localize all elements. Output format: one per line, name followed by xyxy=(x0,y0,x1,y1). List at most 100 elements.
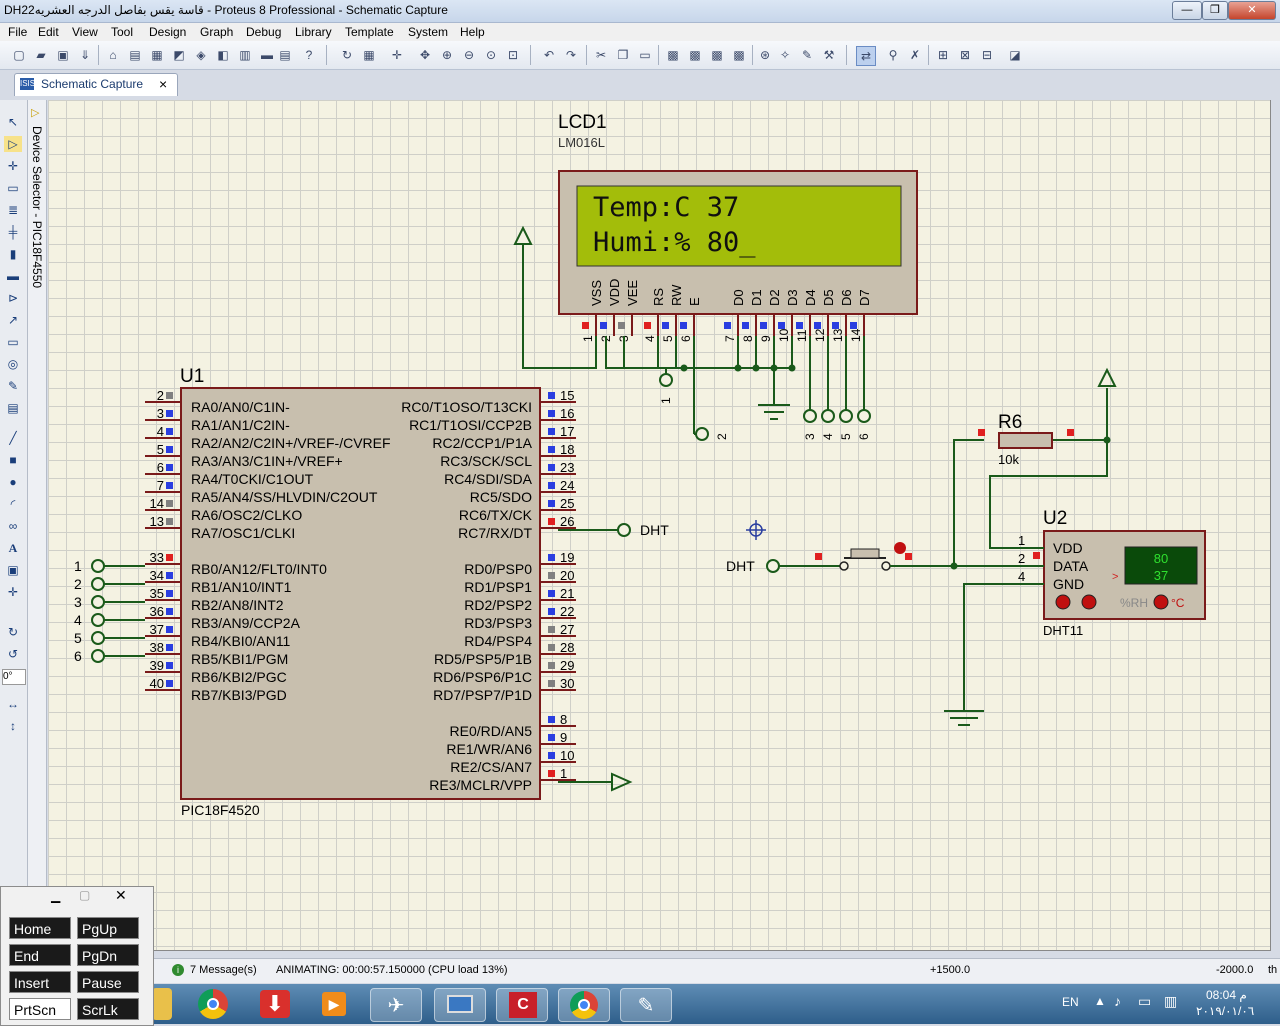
zoom-in-icon[interactable]: ⊕ xyxy=(441,48,453,62)
paint-icon[interactable]: ✎ xyxy=(620,988,672,1022)
terminals-icon[interactable]: ▬ xyxy=(7,269,19,283)
key-scrlk[interactable]: ScrLk xyxy=(77,998,139,1020)
path-icon[interactable]: ∞ xyxy=(8,519,18,533)
key-pgdn[interactable]: PgDn xyxy=(77,944,139,966)
menu-tool[interactable]: Tool xyxy=(111,25,134,39)
key-home[interactable]: Home xyxy=(9,917,71,939)
volume-icon[interactable]: ♪ xyxy=(1114,993,1121,1009)
paste-icon[interactable]: ▭ xyxy=(639,48,651,62)
menu-design[interactable]: Design xyxy=(149,25,187,39)
pick-device-icon[interactable]: ⊛ xyxy=(759,48,771,62)
text-script-icon[interactable]: ≣ xyxy=(7,203,19,217)
key-pgup[interactable]: PgUp xyxy=(77,917,139,939)
rotate-cw-icon[interactable]: ↻ xyxy=(7,625,19,639)
compiler-icon[interactable]: C xyxy=(496,988,548,1022)
schematic-drawing[interactable]: LCD1 LM016L Temp:C 37 Humi:% 80_ VSS1VDD… xyxy=(48,100,1270,950)
erc-report-icon[interactable]: ◪ xyxy=(1009,48,1021,62)
junction-dot-icon[interactable]: ✛ xyxy=(7,159,19,173)
menu-file[interactable]: File xyxy=(8,25,28,39)
property-tool-icon[interactable]: ✗ xyxy=(909,48,921,62)
menu-template[interactable]: Template xyxy=(345,25,394,39)
file-explorer-icon[interactable] xyxy=(152,988,172,1020)
new-sheet-icon[interactable]: ⊞ xyxy=(937,48,949,62)
notes-icon[interactable]: ▤ xyxy=(279,48,291,62)
remote-desktop-icon[interactable] xyxy=(434,988,486,1022)
info-icon[interactable]: i xyxy=(172,964,184,976)
humidity-adjust-buttons[interactable] xyxy=(1055,594,1169,610)
copy-icon[interactable]: ❐ xyxy=(617,48,629,62)
close-button[interactable]: ✕ xyxy=(1228,1,1276,20)
wire-autorouter-icon[interactable]: ⇄ xyxy=(856,46,876,66)
clock-time[interactable]: 08:04 م xyxy=(1206,988,1247,1002)
tape-recorder-icon[interactable]: ▭ xyxy=(7,335,19,349)
mirror-x-icon[interactable]: ↔ xyxy=(7,697,19,711)
undo-icon[interactable]: ↶ xyxy=(543,48,555,62)
rotate-ccw-icon[interactable]: ↺ xyxy=(7,647,19,661)
pan-icon[interactable]: ✥ xyxy=(419,48,431,62)
wire-label-icon[interactable]: ▭ xyxy=(7,181,19,195)
rotation-input[interactable]: 0° xyxy=(2,669,26,685)
virtual-instruments-icon[interactable]: ▤ xyxy=(7,401,19,415)
make-device-icon[interactable]: ✧ xyxy=(779,48,791,62)
redo-icon[interactable]: ↷ xyxy=(565,48,577,62)
mcu-body[interactable] xyxy=(180,387,541,800)
mirror-y-icon[interactable]: ↕ xyxy=(10,719,16,733)
menu-debug[interactable]: Debug xyxy=(246,25,282,39)
maximize-button[interactable]: ❐ xyxy=(1202,1,1228,20)
3d-icon[interactable]: ◈ xyxy=(196,48,206,62)
minimize-button[interactable]: — xyxy=(1172,1,1202,20)
zoom-area-icon[interactable]: ⊡ xyxy=(507,48,519,62)
grid-icon[interactable]: ▦ xyxy=(363,48,375,62)
key-pause[interactable]: Pause xyxy=(77,971,139,993)
menu-system[interactable]: System xyxy=(408,25,449,39)
media-player-icon[interactable]: ▶ xyxy=(310,988,360,1020)
new-file-icon[interactable]: ▢ xyxy=(13,48,25,62)
osk-minimize-button[interactable]: ▁ xyxy=(51,889,61,903)
osk-close-button[interactable]: ✕ xyxy=(115,887,127,903)
block-rotate-icon[interactable]: ▩ xyxy=(711,48,723,62)
action-center-icon[interactable]: ▭ xyxy=(1138,993,1152,1009)
chrome-window-icon[interactable] xyxy=(558,988,610,1022)
home-icon[interactable]: ⌂ xyxy=(109,48,117,62)
download-icon[interactable]: ⬇ xyxy=(250,988,300,1020)
block-copy-icon[interactable]: ▩ xyxy=(667,48,679,62)
symbol-icon[interactable]: ▣ xyxy=(7,563,19,577)
language-indicator[interactable]: EN xyxy=(1062,995,1079,1009)
block-delete-icon[interactable]: ▩ xyxy=(733,48,745,62)
save-icon[interactable]: ▣ xyxy=(57,48,69,62)
tab-close-icon[interactable]: × xyxy=(159,76,168,92)
clock-date[interactable]: ٢٠١٩/٠١/٠٦ xyxy=(1196,1004,1255,1018)
text-icon[interactable]: A xyxy=(8,541,18,555)
block-move-icon[interactable]: ▩ xyxy=(689,48,701,62)
gerber-icon[interactable]: ◧ xyxy=(217,48,229,62)
zoom-out-icon[interactable]: ⊖ xyxy=(463,48,475,62)
generator-icon[interactable]: ◎ xyxy=(7,357,19,371)
netlist-icon[interactable]: ▬ xyxy=(261,48,273,62)
messages-count[interactable]: 7 Message(s) xyxy=(190,964,257,976)
open-folder-icon[interactable]: ▰ xyxy=(36,48,46,62)
show-hidden-icons[interactable]: ▲ xyxy=(1094,994,1106,1008)
refresh-icon[interactable]: ↻ xyxy=(341,48,353,62)
proteus-icon[interactable]: ✈ xyxy=(370,988,422,1022)
key-prtscn[interactable]: PrtScn xyxy=(9,998,71,1020)
graph-icon[interactable]: ↗ xyxy=(7,313,19,327)
device-selector-panel[interactable]: ▷ Device Selector - PIC18F4550 xyxy=(28,100,47,950)
menu-edit[interactable]: Edit xyxy=(38,25,59,39)
osk-maximize-button[interactable]: ▢ xyxy=(79,888,91,902)
menu-graph[interactable]: Graph xyxy=(200,25,234,39)
exit-parent-icon[interactable]: ⊟ xyxy=(981,48,993,62)
network-icon[interactable]: ▥ xyxy=(1164,993,1178,1009)
key-end[interactable]: End xyxy=(9,944,71,966)
push-button-icon[interactable] xyxy=(815,542,912,571)
tab-schematic-capture[interactable]: ISIS Schematic Capture × xyxy=(14,73,178,96)
marker-icon[interactable]: ✛ xyxy=(7,585,19,599)
import-icon[interactable]: ⇓ xyxy=(79,48,91,62)
box-icon[interactable]: ■ xyxy=(9,453,17,467)
device-pins-icon[interactable]: ⊳ xyxy=(7,291,19,305)
menu-library[interactable]: Library xyxy=(295,25,332,39)
voltage-probe-icon[interactable]: ✎ xyxy=(7,379,19,393)
pcb-icon[interactable]: ▦ xyxy=(151,48,163,62)
subcircuit-icon[interactable]: ▮ xyxy=(9,247,17,261)
bus-icon[interactable]: ╪ xyxy=(8,225,18,239)
schematic-icon[interactable]: ▤ xyxy=(129,48,141,62)
